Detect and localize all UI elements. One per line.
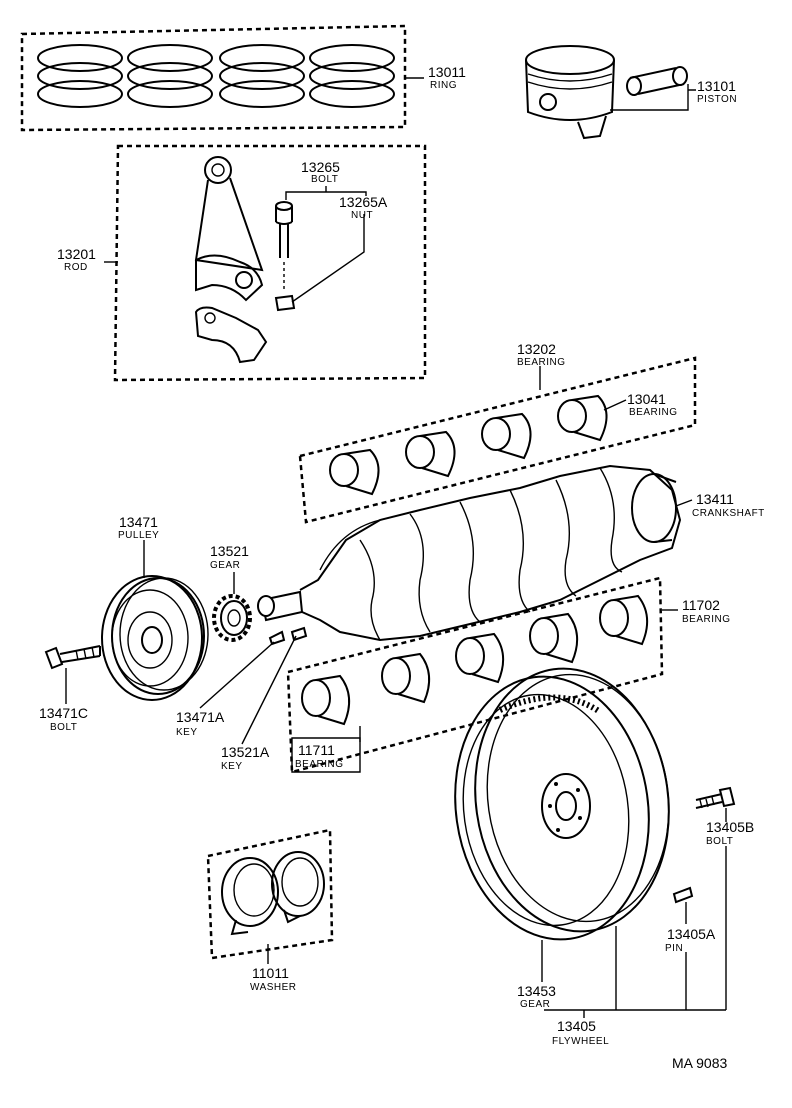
- pulley-part-number: 13471: [119, 514, 158, 530]
- rod-bolt-part-name: BOLT: [311, 174, 338, 185]
- washer-part-number: 11011: [252, 965, 289, 981]
- piston-ring-3: [219, 44, 305, 108]
- ring-gear-part-number: 13453: [517, 983, 556, 999]
- crankshaft-part-name: CRANKSHAFT: [692, 508, 765, 519]
- ring-gear-part-name: GEAR: [520, 999, 550, 1010]
- pulley-bolt-part-number: 13471C: [39, 705, 88, 721]
- gear-key-part-name: KEY: [221, 761, 243, 772]
- piston-pin: [626, 66, 688, 96]
- main-bearing-1: [301, 674, 351, 726]
- flywheel-bolt-part-number: 13405B: [706, 819, 754, 835]
- figure-code: MA 9083: [672, 1055, 727, 1071]
- rod-part-name: ROD: [64, 262, 88, 273]
- piston-part-number: 13101: [697, 78, 736, 94]
- main-bearing-part-name: BEARING: [295, 759, 344, 770]
- gear-key-part-number: 13521A: [221, 744, 270, 760]
- rod-bearing-3: [481, 412, 532, 460]
- flywheel-bolt: [695, 786, 736, 1010]
- crankshaft: [257, 464, 693, 642]
- main-bearing-3: [455, 632, 505, 684]
- flywheel-pin-part-number: 13405A: [667, 926, 716, 942]
- piston-ring-1: [37, 44, 123, 108]
- gear-crank-part-name: GEAR: [210, 560, 240, 571]
- piston-ring-set: [20, 24, 424, 132]
- flywheel-pin: [672, 886, 694, 1010]
- rod-cap: [194, 306, 268, 364]
- main-bearing-part-number: 11711: [298, 742, 335, 758]
- rod-bearing-set: [298, 356, 697, 524]
- thrust-washer-2: [271, 851, 325, 924]
- piston: [525, 45, 696, 140]
- main-bearing-set-part-name: BEARING: [682, 614, 731, 625]
- main-bearing-2: [381, 652, 431, 704]
- flywheel-part-name: FLYWHEEL: [552, 1036, 609, 1047]
- flywheel-pin-part-name: PIN: [665, 943, 683, 954]
- flywheel-hub: [541, 773, 591, 839]
- main-bearing-5: [599, 594, 649, 646]
- rod-bolt-part-number: 13265: [301, 159, 340, 175]
- flywheel-part-number: 13405: [557, 1018, 596, 1034]
- main-bearing-set-part-number: 11702: [682, 597, 720, 613]
- rod-bearing-set-part-name: BEARING: [517, 357, 566, 368]
- ring-part-number: 13011: [428, 64, 466, 80]
- gear-key: [241, 626, 308, 745]
- main-bearing-set: [286, 576, 678, 774]
- rod-bearing-set-part-number: 13202: [517, 341, 556, 357]
- ring-gear: [498, 694, 602, 715]
- pulley-bolt-part-name: BOLT: [50, 722, 77, 733]
- rod-bearing-4: [557, 394, 608, 442]
- washer-part-name: WASHER: [250, 982, 297, 993]
- gear-crank-part-number: 13521: [210, 543, 249, 559]
- pulley-bolt: [44, 645, 101, 704]
- flywheel: [454, 667, 726, 1018]
- rod-nut-part-number: 13265A: [339, 194, 388, 210]
- pulley-key: [199, 630, 286, 709]
- rod-bearing-part-name: BEARING: [629, 407, 678, 418]
- thrust-washer-1: [221, 857, 279, 936]
- main-bearing-label-box: [291, 737, 361, 773]
- crankshaft-gear: [212, 572, 252, 642]
- ring-part-name: RING: [430, 80, 457, 91]
- crankshaft-part-number: 13411: [696, 491, 734, 507]
- crankshaft-pulley: [101, 540, 209, 701]
- rod-bearing-part-number: 13041: [627, 391, 666, 407]
- piston-ring-2: [127, 44, 213, 108]
- rod-bearing-2: [405, 430, 456, 478]
- connecting-rod-assembly: [104, 144, 427, 382]
- thrust-washers: [206, 828, 334, 964]
- rod-nut: [274, 294, 296, 312]
- flywheel-bolt-part-name: BOLT: [706, 836, 733, 847]
- pulley-key-part-name: KEY: [176, 727, 198, 738]
- rod-nut-part-name: NUT: [351, 210, 373, 221]
- main-bearing-4: [529, 612, 579, 664]
- pulley-part-name: PULLEY: [118, 530, 159, 541]
- rod-bolt: [275, 201, 293, 258]
- piston-part-name: PISTON: [697, 94, 737, 105]
- connecting-rod: [194, 156, 264, 302]
- rod-part-number: 13201: [57, 246, 96, 262]
- pulley-key-part-number: 13471A: [176, 709, 225, 725]
- piston-ring-4: [309, 44, 395, 108]
- rod-bearing-1: [329, 448, 380, 496]
